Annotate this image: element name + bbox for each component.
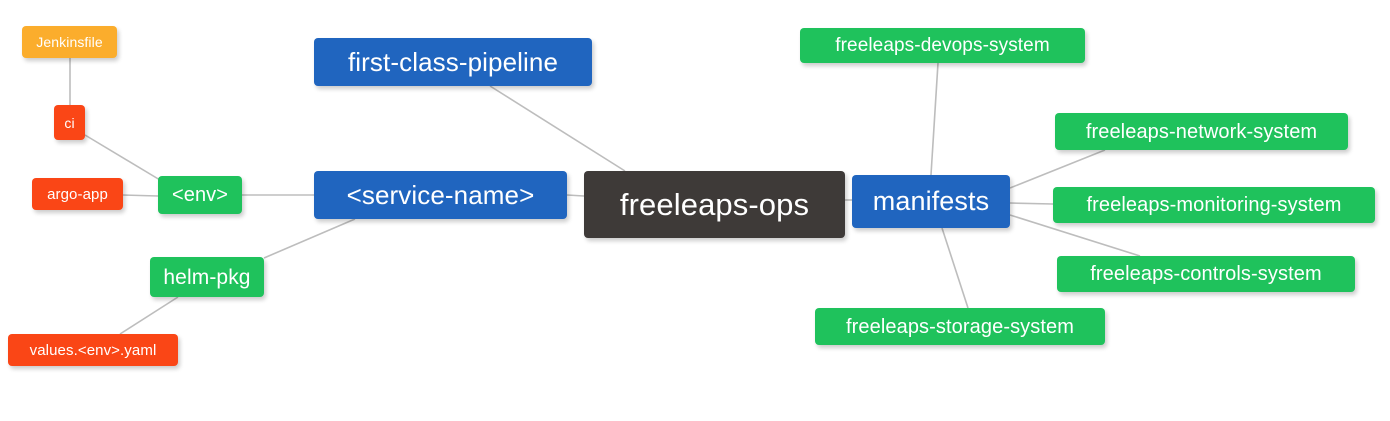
node-label: first-class-pipeline — [347, 47, 559, 77]
node-label: freeleaps-monitoring-system — [1086, 194, 1342, 216]
node-label: Jenkinsfile — [36, 34, 103, 50]
node-jenkinsfile[interactable]: Jenkinsfile — [22, 26, 117, 58]
node-label: argo-app — [47, 185, 108, 203]
node-label: freeleaps-devops-system — [835, 35, 1050, 56]
node-controls-system[interactable]: freeleaps-controls-system — [1057, 256, 1355, 292]
node-freeleaps-ops[interactable]: freeleaps-ops — [584, 171, 845, 238]
node-manifests[interactable]: manifests — [852, 175, 1010, 228]
node-service-name[interactable]: <service-name> — [314, 171, 567, 219]
node-ci[interactable]: ci — [54, 105, 85, 140]
edge-manifests-to-controls-system — [1009, 214, 1141, 257]
edge-manifests-to-network-system — [1009, 149, 1106, 189]
node-label: manifests — [872, 186, 990, 216]
node-env[interactable]: <env> — [158, 176, 242, 214]
node-label: values.<env>.yaml — [29, 341, 157, 359]
node-label: freeleaps-network-system — [1085, 120, 1318, 143]
node-monitoring-system[interactable]: freeleaps-monitoring-system — [1053, 187, 1375, 223]
node-devops-system[interactable]: freeleaps-devops-system — [800, 28, 1085, 63]
node-values-yaml[interactable]: values.<env>.yaml — [8, 334, 178, 366]
edge-manifests-to-monitoring-system — [1009, 202, 1054, 205]
edge-first-class-pipeline-to-freeleaps-ops — [489, 85, 626, 172]
node-storage-system[interactable]: freeleaps-storage-system — [815, 308, 1105, 345]
node-network-system[interactable]: freeleaps-network-system — [1055, 113, 1348, 150]
edge-service-name-to-freeleaps-ops — [566, 194, 585, 197]
node-argo-app[interactable]: argo-app — [32, 178, 123, 210]
node-label: <env> — [171, 184, 229, 206]
edge-helm-pkg-to-values-yaml — [119, 296, 179, 335]
node-label: freeleaps-storage-system — [845, 315, 1075, 338]
edge-ci-to-env — [84, 134, 161, 181]
node-first-class-pipeline[interactable]: first-class-pipeline — [314, 38, 592, 86]
edge-manifests-to-storage-system — [941, 227, 969, 309]
node-label: <service-name> — [346, 180, 535, 210]
node-label: freeleaps-ops — [619, 187, 810, 222]
edge-manifests-to-devops-system — [930, 62, 939, 176]
edge-argo-app-to-env — [122, 194, 159, 197]
node-label: freeleaps-controls-system — [1090, 263, 1322, 285]
edge-service-name-to-helm-pkg — [263, 218, 356, 259]
node-label: helm-pkg — [163, 265, 251, 289]
node-helm-pkg[interactable]: helm-pkg — [150, 257, 264, 297]
node-label: ci — [64, 114, 75, 131]
